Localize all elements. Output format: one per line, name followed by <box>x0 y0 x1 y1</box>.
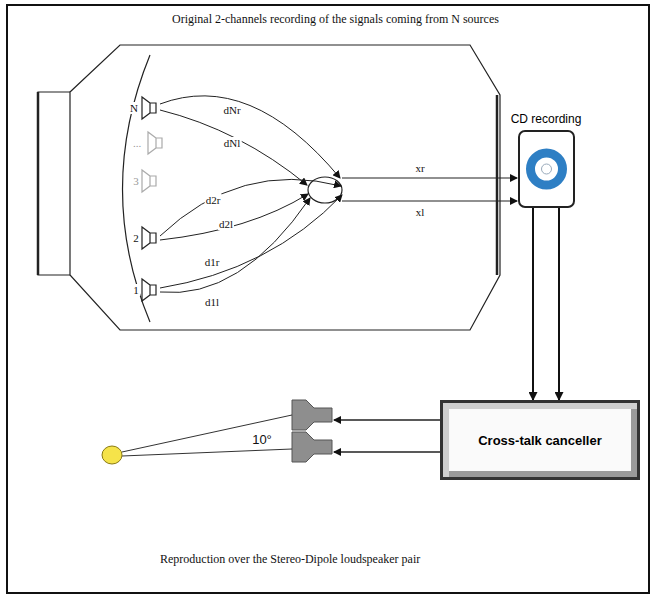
signal-name: d2r <box>205 194 222 206</box>
listener-head <box>102 446 122 464</box>
output-arrows <box>334 420 440 452</box>
signal-name: dNr <box>222 104 241 116</box>
source-number: N <box>129 102 139 114</box>
caption: Reproduction over the Stereo-Dipole loud… <box>160 552 420 567</box>
signal-name: d1r <box>204 256 221 268</box>
stereo-dipole-loudspeakers <box>292 400 332 462</box>
title: Original 2-channels recording of the sig… <box>172 12 499 27</box>
process-box: Cross-talk canceller <box>440 400 640 480</box>
signal-name: dNl <box>223 137 242 149</box>
recording-lines <box>342 178 517 201</box>
source-loudspeakers <box>142 97 162 301</box>
signal-arrow <box>558 208 560 400</box>
room-outline <box>38 45 500 330</box>
signal-name: xl <box>415 206 426 218</box>
listener-lines <box>122 415 292 456</box>
signal-name: d2l <box>218 218 234 230</box>
angle-label: 10° <box>251 434 273 446</box>
cd-recorder: CD recording <box>506 112 586 208</box>
signal-arrow <box>532 208 534 400</box>
signal-name: d1l <box>204 296 220 308</box>
source-number: 2 <box>132 232 140 244</box>
signal-name: xr <box>414 162 425 174</box>
path-arrows <box>160 96 342 293</box>
disc-symbol <box>520 132 573 206</box>
node-text: Cross-talk canceller <box>478 433 602 448</box>
node-heading: CD recording <box>506 112 586 126</box>
source-number: 1 <box>132 284 140 296</box>
source-number: ... <box>132 137 142 149</box>
frame <box>7 5 649 593</box>
cd-box <box>518 130 575 208</box>
source-number: 3 <box>132 175 140 187</box>
